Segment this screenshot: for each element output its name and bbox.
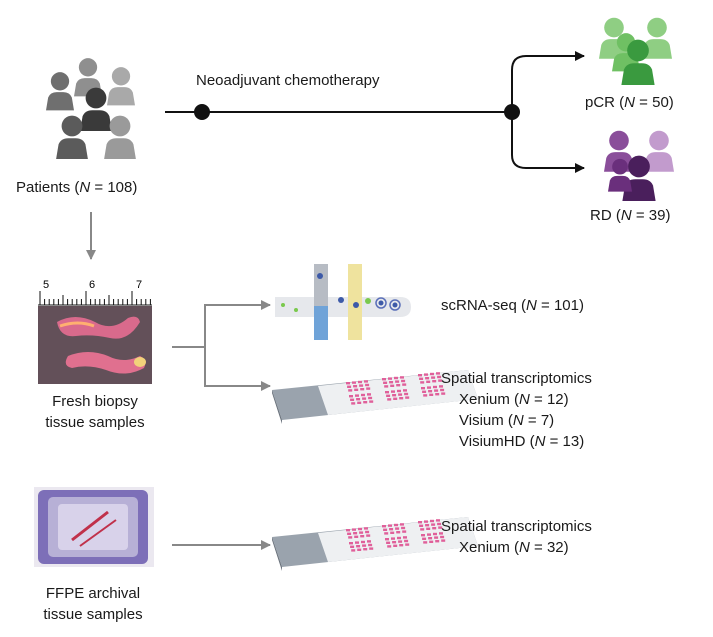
xenium-fresh-label: Xenium (N = 12) bbox=[459, 391, 569, 408]
spatial-title: Spatial transcriptomics bbox=[441, 370, 592, 387]
ruler-tick-label: 5 bbox=[43, 279, 49, 291]
ffpe-block-photo bbox=[34, 487, 154, 567]
rd-group-icon bbox=[604, 130, 674, 201]
start-node bbox=[194, 104, 210, 120]
fresh-biopsy-photo bbox=[38, 306, 152, 384]
spatial-slide-icon bbox=[272, 517, 478, 571]
xenium-ffpe-label: Xenium (N = 32) bbox=[459, 539, 569, 556]
treatment-label: Neoadjuvant chemotherapy bbox=[196, 72, 380, 89]
visiumhd-label: VisiumHD (N = 13) bbox=[459, 433, 585, 450]
ffpe-label: FFPE archival tissue samples bbox=[43, 585, 143, 623]
fresh-biopsy-label: Fresh biopsy tissue samples bbox=[45, 393, 145, 431]
pcr-group-icon bbox=[599, 17, 672, 85]
spatial-fresh-block: Spatial transcriptomics Xenium (N = 12) … bbox=[441, 368, 592, 452]
spatial-title: Spatial transcriptomics bbox=[441, 518, 592, 535]
scrnaseq-label: scRNA-seq (N = 101) bbox=[441, 297, 584, 314]
pcr-arrow bbox=[511, 51, 585, 112]
rd-label: RD (N = 39) bbox=[590, 207, 671, 224]
spatial-slide-icon bbox=[272, 370, 478, 424]
rd-arrow bbox=[511, 112, 585, 173]
microfluidic-chip-icon bbox=[275, 264, 411, 340]
fresh-branch-connector bbox=[172, 300, 271, 391]
patients-group-icon bbox=[46, 58, 136, 159]
visium-label: Visium (N = 7) bbox=[459, 412, 555, 429]
pcr-label: pCR (N = 50) bbox=[585, 94, 674, 111]
ruler-tick-label: 7 bbox=[136, 279, 142, 291]
patients-label: Patients (N = 108) bbox=[16, 179, 138, 196]
spatial-ffpe-block: Spatial transcriptomics Xenium (N = 32) bbox=[441, 516, 592, 558]
ruler bbox=[38, 291, 152, 306]
ruler-tick-label: 6 bbox=[89, 279, 95, 291]
